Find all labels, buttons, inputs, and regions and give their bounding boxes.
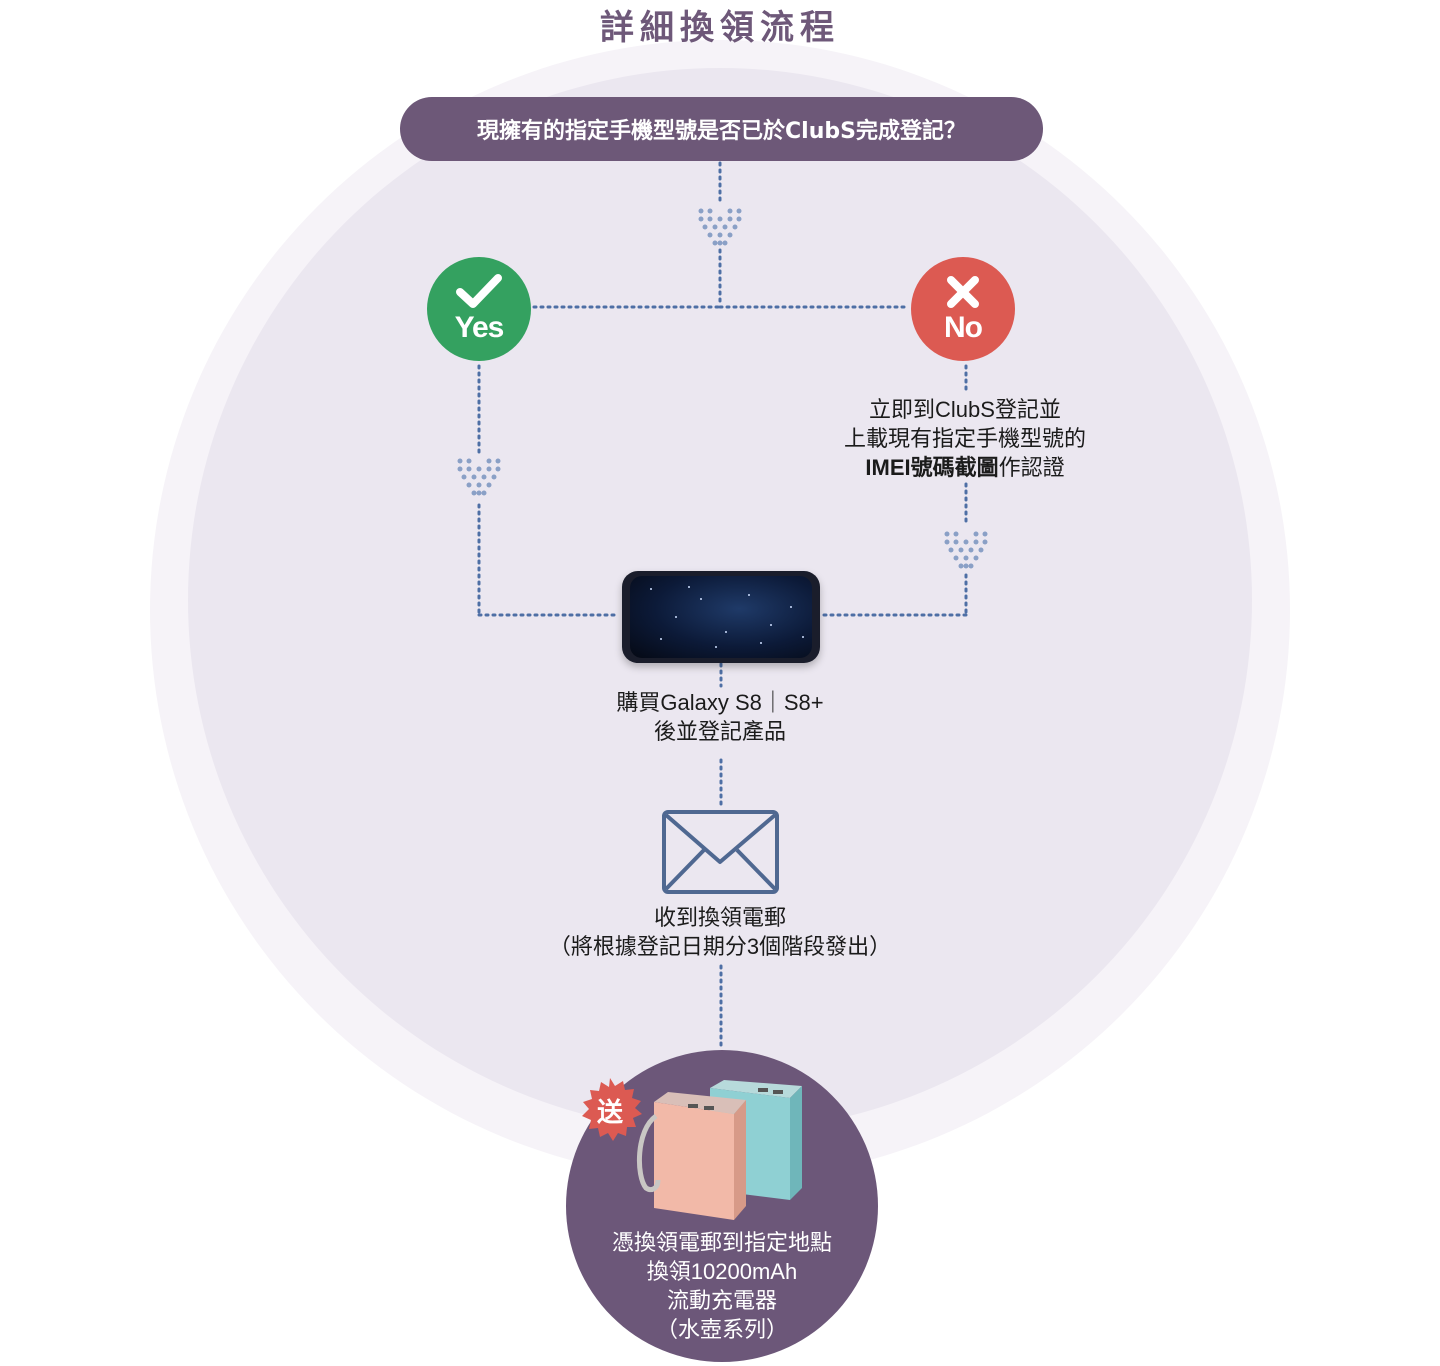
power-bank-image bbox=[636, 1080, 802, 1220]
imei-screenshot-emphasis: IMEI號碼截圖 bbox=[865, 455, 999, 480]
prize-caption-line2: 換領10200mAh bbox=[646, 1259, 798, 1284]
prize-caption-line3: 流動充電器 bbox=[666, 1288, 777, 1313]
purchase-caption-line2: 後並登記產品 bbox=[653, 719, 786, 744]
question-pill: 現擁有的指定手機型號是否已於ClubS完成登記？ bbox=[400, 97, 1043, 161]
prize-caption-line1: 憑換領電郵到指定地點 bbox=[611, 1230, 832, 1255]
arrow-down-icon-top bbox=[698, 208, 742, 246]
phone-screen bbox=[630, 576, 812, 658]
no-instructions-line1: 立即到ClubS登記並 bbox=[869, 397, 1061, 422]
envelope-icon bbox=[662, 810, 779, 894]
purchase-caption-line1: 購買Galaxy S8｜S8+ bbox=[616, 690, 824, 715]
question-text: 現擁有的指定手機型號是否已於ClubS完成登記？ bbox=[477, 119, 966, 144]
email-caption-line2: （將根據登記日期分3個階段發出） bbox=[548, 934, 892, 959]
page-title: 詳細換領流程 bbox=[600, 8, 840, 48]
no-instructions-line2: 上載現有指定手機型號的 bbox=[843, 426, 1086, 451]
no-label: No bbox=[944, 311, 983, 344]
arrow-down-icon-yes bbox=[457, 458, 501, 496]
cross-icon bbox=[947, 276, 979, 308]
no-instructions-line3: IMEI號碼截圖作認證 bbox=[790, 453, 1140, 482]
prize-caption-line4: （水壺系列） bbox=[655, 1317, 788, 1342]
email-caption: 收到換領電郵 （將根據登記日期分3個階段發出） bbox=[480, 903, 960, 961]
checkmark-icon bbox=[456, 274, 502, 308]
no-instructions-line3-rest: 作認證 bbox=[998, 455, 1065, 480]
purchase-caption: 購買Galaxy S8｜S8+ 後並登記產品 bbox=[520, 688, 920, 746]
no-branch-instructions: 立即到ClubS登記並 上載現有指定手機型號的 IMEI號碼截圖作認證 bbox=[790, 395, 1140, 482]
arrow-down-icon-no bbox=[944, 531, 988, 569]
gift-starburst-badge bbox=[582, 1078, 642, 1141]
galaxy-phone-image bbox=[622, 571, 820, 663]
prize-caption: 憑換領電郵到指定地點 換領10200mAh 流動充電器 （水壺系列） bbox=[566, 1228, 878, 1344]
email-caption-line1: 收到換領電郵 bbox=[653, 905, 786, 930]
no-badge: No bbox=[911, 257, 1015, 361]
yes-label: Yes bbox=[454, 311, 505, 344]
power-bank-pink bbox=[636, 1092, 746, 1220]
yes-badge: Yes bbox=[427, 257, 531, 361]
gift-label: 送 bbox=[596, 1097, 623, 1128]
